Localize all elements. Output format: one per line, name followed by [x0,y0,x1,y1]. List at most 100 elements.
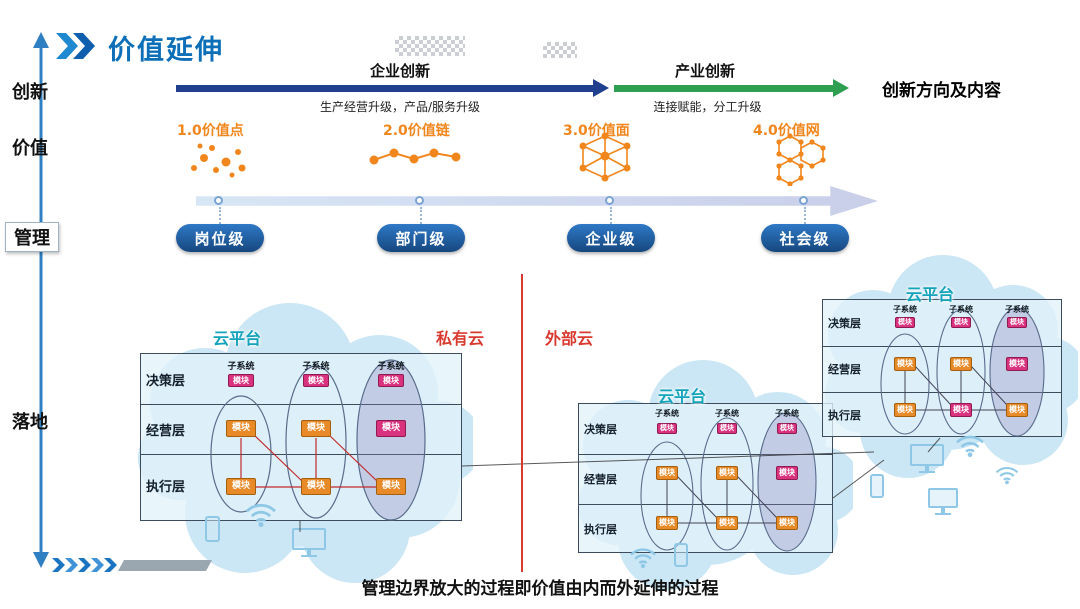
module-chip: 模块 [376,420,406,437]
axis-label-management: 管理 [5,222,59,252]
monitor-icon [910,444,944,473]
module-chip: 模块 [894,357,916,371]
value-stage-2-label: 2.0价值链 [383,123,450,139]
module-chip: 模块 [378,374,404,387]
management-level-department: 部门级 [377,224,465,252]
value-stage-1-label: 1.0价值点 [177,123,244,139]
value-stage-4-label: 4.0价值网 [753,123,820,139]
wifi-icon [246,503,276,528]
dot-connector [804,207,806,224]
module-chip: 模块 [1006,357,1028,371]
axis-label-landing: 落地 [12,412,48,433]
subsystem-label: 子系统 [302,362,330,372]
layer-label: 执行层 [584,523,617,536]
dot-connector [219,207,221,224]
stage-dot [605,196,614,205]
subsystem-label: 子系统 [715,409,739,418]
layer-label: 经营层 [828,363,861,376]
monitor-icon [292,528,326,557]
management-level-post: 岗位级 [176,224,264,252]
value-chain-icon [369,148,461,165]
value-network-icon [776,133,826,186]
axis-label-value: 价值 [12,138,48,159]
cloud-platform-label: 云平台 [658,387,707,406]
subsystem-label: 子系统 [893,305,917,314]
dot-connector [420,207,422,224]
module-chip: 模块 [1006,403,1028,417]
monitor-icon [928,488,958,515]
stage-dot [415,196,424,205]
private-cloud-table: 决策层 经营层 执行层 子系统 模块 模块 模块 子系统 模块 模块 模块 子系… [140,353,462,521]
layer-label: 决策层 [828,317,861,330]
page-title: 价值延伸 [108,35,224,66]
module-chip: 模块 [656,516,678,530]
module-chip: 模块 [303,374,329,387]
management-level-enterprise: 企业级 [567,224,655,252]
module-chip: 模块 [301,420,331,437]
module-chip: 模块 [951,317,971,328]
layer-label: 决策层 [584,423,617,436]
layer-label: 经营层 [584,473,617,486]
module-chip: 模块 [716,466,738,480]
chevron-decoration [52,558,212,572]
module-chip: 模块 [301,478,331,495]
wifi-icon [995,466,1019,485]
pixel-decoration [395,36,465,56]
bottom-caption: 管理边界放大的过程即价值由内而外延伸的过程 [361,579,719,599]
layer-label: 执行层 [146,480,186,495]
module-chip: 模块 [376,478,406,495]
value-points-icon [191,143,246,178]
cloud-platform-label: 云平台 [906,285,955,304]
module-chip: 模块 [1007,317,1027,328]
innovation-direction-label: 创新方向及内容 [882,81,1001,101]
subsystem-ellipses-icon [210,359,426,521]
module-chip: 模块 [776,516,798,530]
subsystem-label: 子系统 [227,362,255,372]
module-chip: 模块 [950,357,972,371]
stage-dot [214,196,223,205]
enterprise-innovation-arrow [176,79,609,97]
module-chip: 模块 [228,374,254,387]
value-extension-arrow [196,186,878,216]
wifi-icon [956,435,984,458]
module-chip: 模块 [226,420,256,437]
value-surface-icon [579,132,631,182]
cloud-platform-label: 云平台 [213,329,262,348]
subsystem-label: 子系统 [949,305,973,314]
smartphone-icon [205,516,220,542]
industry-innovation-label: 产业创新 [674,62,735,80]
management-level-society: 社会级 [761,224,849,252]
layer-label: 执行层 [828,409,861,422]
smartphone-icon [674,543,688,567]
subsystem-label: 子系统 [655,409,679,418]
chevrons-icon [56,33,95,59]
pixel-decoration [543,42,577,58]
wifi-icon [630,548,656,569]
axis-label-innovation: 创新 [12,82,48,103]
industry-innovation-subtitle: 连接赋能，分工升级 [653,100,762,114]
module-chip: 模块 [226,478,256,495]
industry-innovation-arrow [614,79,849,97]
subsystem-label: 子系统 [377,362,405,372]
external-cloud-label: 外部云 [545,329,594,348]
vertical-axis-arrow-icon [33,32,49,568]
external-cloud-table: 决策层 经营层 执行层 子系统 模块 模块 模块 子系统 模块 模块 模块 子系… [578,403,833,553]
private-cloud-label: 私有云 [436,329,485,348]
module-chip: 模块 [716,516,738,530]
cloud-boundary-divider [521,274,523,572]
society-cloud-table: 决策层 经营层 执行层 子系统 模块 模块 模块 子系统 模块 模块 模块 子系… [822,299,1062,437]
smartphone-icon [870,474,884,498]
layer-label: 决策层 [146,374,186,389]
dot-connector [610,207,612,224]
value-stage-3-label: 3.0价值面 [563,123,630,139]
module-chip: 模块 [717,423,737,434]
enterprise-innovation-subtitle: 生产经营升级，产品/服务升级 [319,100,481,114]
stage-dot [799,196,808,205]
subsystem-label: 子系统 [775,409,799,418]
subsystem-label: 子系统 [1005,305,1029,314]
module-chip: 模块 [950,403,972,417]
module-chip: 模块 [894,403,916,417]
module-chip: 模块 [777,423,797,434]
enterprise-innovation-label: 企业创新 [369,62,430,80]
